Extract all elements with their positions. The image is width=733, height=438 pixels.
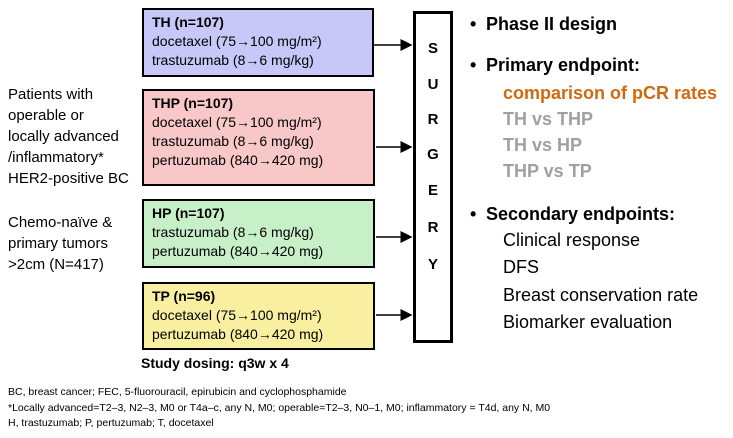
arm-thp: THP (n=107) docetaxel (75→100 mg/m²) tra… [142,89,375,186]
population-criteria: Chemo-naïve & primary tumors >2cm (N=417… [8,212,112,275]
population-line: HER2-positive BC [8,170,129,187]
comparison: TH vs HP [503,135,583,155]
population-line: locally advanced [8,128,119,145]
primary-endpoint-label: Primary endpoint: [486,55,641,75]
surgery-box: S U R G E R Y [413,11,453,343]
arm-drug: pertuzumab (840→420 mg) [152,152,324,168]
arm-drug: docetaxel (75→100 mg/m²) [152,114,322,130]
arm-drug: docetaxel (75→100 mg/m²) [152,307,322,323]
arm-title: HP (n=107) [152,205,225,221]
primary-endpoint-value: comparison of pCR rates [503,83,718,103]
surgery-letter: Y [427,256,438,273]
population-line: >2cm (N=417) [8,256,104,273]
arm-title: TP (n=96) [152,288,216,304]
arm-drug: trastuzumab (8→6 mg/kg) [152,133,314,149]
arm-title: THP (n=107) [152,95,234,111]
surgery-letter: E [427,182,438,199]
population-line: Chemo-naïve & [8,214,113,231]
footnote: H, trastuzumab; P, pertuzumab; T, doceta… [8,417,214,429]
arm-drug: trastuzumab (8→6 mg/kg) [152,224,314,240]
arm-th: TH (n=107) docetaxel (75→100 mg/m²) tras… [142,8,374,77]
arm-tp: TP (n=96) docetaxel (75→100 mg/m²) pertu… [142,282,375,350]
bullet-icon: • [470,204,477,224]
study-dosing: Study dosing: q3w x 4 [141,355,289,371]
comparison: TH vs THP [503,109,594,129]
arm-drug: docetaxel (75→100 mg/m²) [152,33,322,49]
population-line: primary tumors [8,235,109,252]
population-line: operable or [8,107,84,124]
population-line: /inflammatory* [8,149,104,166]
comparison: THP vs TP [503,161,592,181]
surgery-letter: U [427,76,439,93]
population-description: Patients with operable or locally advanc… [8,84,129,189]
surgery-letter: S [427,40,438,57]
population-line: Patients with [8,86,94,103]
surgery-letter: R [427,111,439,128]
secondary-endpoints-label: Secondary endpoints: [486,204,676,224]
bullet-icon: • [470,55,477,75]
secondary-endpoint: DFS [503,257,539,277]
secondary-endpoint: Clinical response [503,230,641,250]
arm-drug: pertuzumab (840→420 mg) [152,326,324,342]
phase-label: Phase II design [486,14,618,34]
surgery-letter: R [427,219,439,236]
bullet-icon: • [470,14,477,34]
footnote: *Locally advanced=T2–3, N2–3, M0 or T4a–… [8,402,551,414]
arm-drug: trastuzumab (8→6 mg/kg) [152,52,314,68]
arm-drug: pertuzumab (840→420 mg) [152,243,324,259]
surgery-letter: G [427,146,439,163]
arm-title: TH (n=107) [152,14,224,30]
arm-hp: HP (n=107) trastuzumab (8→6 mg/kg) pertu… [142,199,375,268]
footnote: BC, breast cancer; FEC, 5-fluorouracil, … [8,386,347,398]
secondary-endpoint: Biomarker evaluation [503,312,673,332]
secondary-endpoint: Breast conservation rate [503,285,699,305]
